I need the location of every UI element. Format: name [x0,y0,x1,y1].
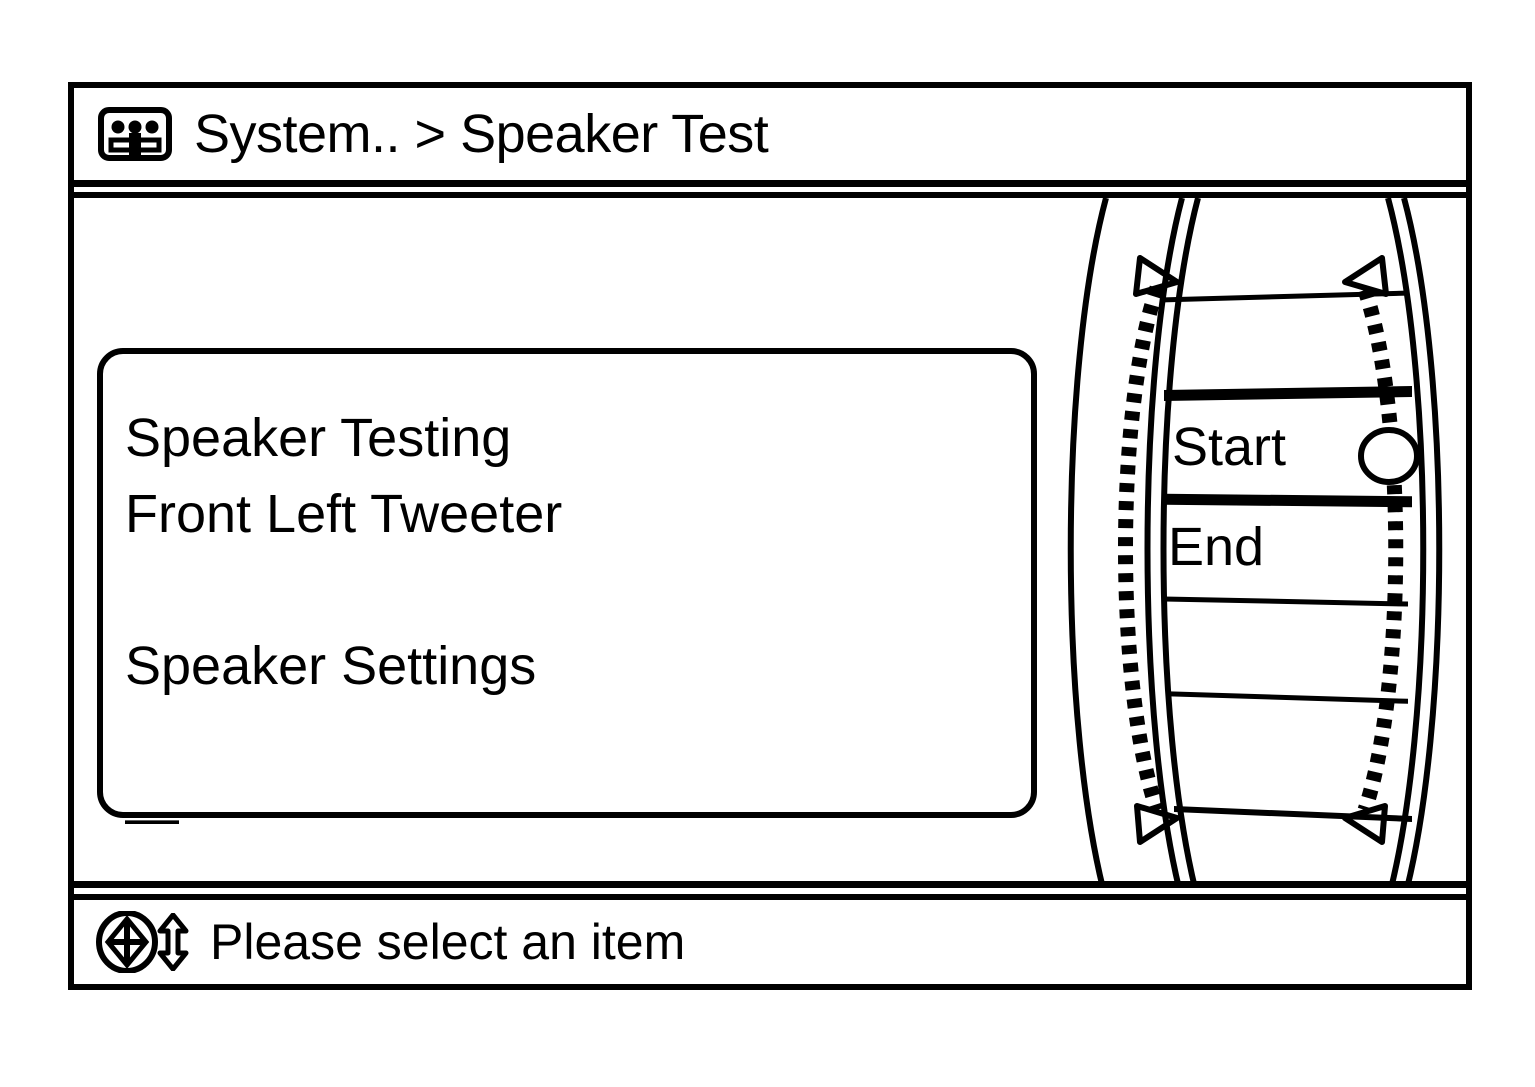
circle-thumb [1358,427,1420,485]
status-bar: Please select an item [74,900,1466,984]
footer-divider-thin [74,894,1466,900]
left-track-inner-arc-b [1160,198,1201,888]
speaker-fader-icon [98,107,172,161]
menu-divider-selected-top [1164,386,1412,401]
footer-divider-thick [74,881,1466,888]
left-scroll-track [1118,285,1165,813]
up-down-arrow-icon [156,912,190,972]
triangle-down-icon [1134,803,1180,845]
menu-item-end[interactable]: End [1168,517,1265,577]
menu-divider [1174,806,1412,822]
triangle-up-icon [1133,255,1180,297]
header-bar: System.. > Speaker Test [74,88,1466,180]
content-line: Speaker Settings [125,636,537,696]
dpad-four-way-icon [96,910,158,974]
menu-divider [1164,290,1406,303]
menu-divider-selected-bottom [1164,493,1412,508]
content-line: Speaker Testing [125,408,512,468]
page-title: System.. > Speaker Test [194,104,769,164]
menu-divider [1166,691,1408,704]
device-frame: System.. > Speaker Test Speaker Testing … [68,82,1472,990]
right-scroll-track [1357,287,1404,813]
triangle-up-icon [1342,255,1389,297]
menu-divider [1164,596,1408,607]
outer-boundary-arc [1067,198,1109,888]
header-divider-thick [74,180,1466,187]
main-area: Speaker Testing Front Left Tweeter Speak… [74,198,1466,888]
status-message: Please select an item [210,914,686,970]
content-line-spacer [125,704,1015,780]
menu-row-list: Start End [1164,198,1414,888]
header-divider-thin [74,192,1466,198]
right-track-outer-arc-a [1401,198,1443,888]
content-line-dash: — [125,788,179,848]
content-line-spacer [125,552,1015,628]
menu-item-start[interactable]: Start [1172,417,1287,477]
content-panel: Speaker Testing Front Left Tweeter Speak… [97,348,1037,848]
triangle-down-icon [1342,803,1388,845]
content-line: Front Left Tweeter [125,484,563,544]
content-line-list: Speaker Testing Front Left Tweeter Speak… [125,400,1015,856]
